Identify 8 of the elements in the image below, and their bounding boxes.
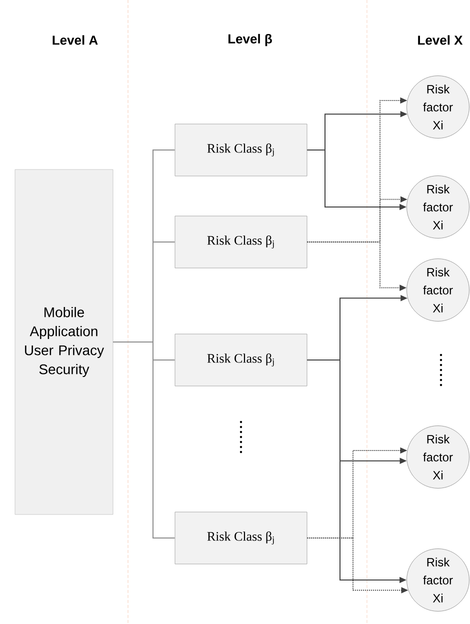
risk-class-box: Risk Class β$_{j}$ [174, 124, 308, 176]
main-box: Mobile Application User Privacy Security [14, 169, 114, 515]
level-heading: Level A [52, 35, 98, 45]
risk-class-box: Risk Class β$_{j}$ [174, 512, 308, 564]
level-heading: Level X [418, 35, 463, 45]
level-heading: Level β [228, 34, 272, 46]
risk-class-box: Risk Class β$_{j}$ [174, 334, 308, 386]
risk-class-box: Risk Class β$_{j}$ [174, 216, 308, 268]
